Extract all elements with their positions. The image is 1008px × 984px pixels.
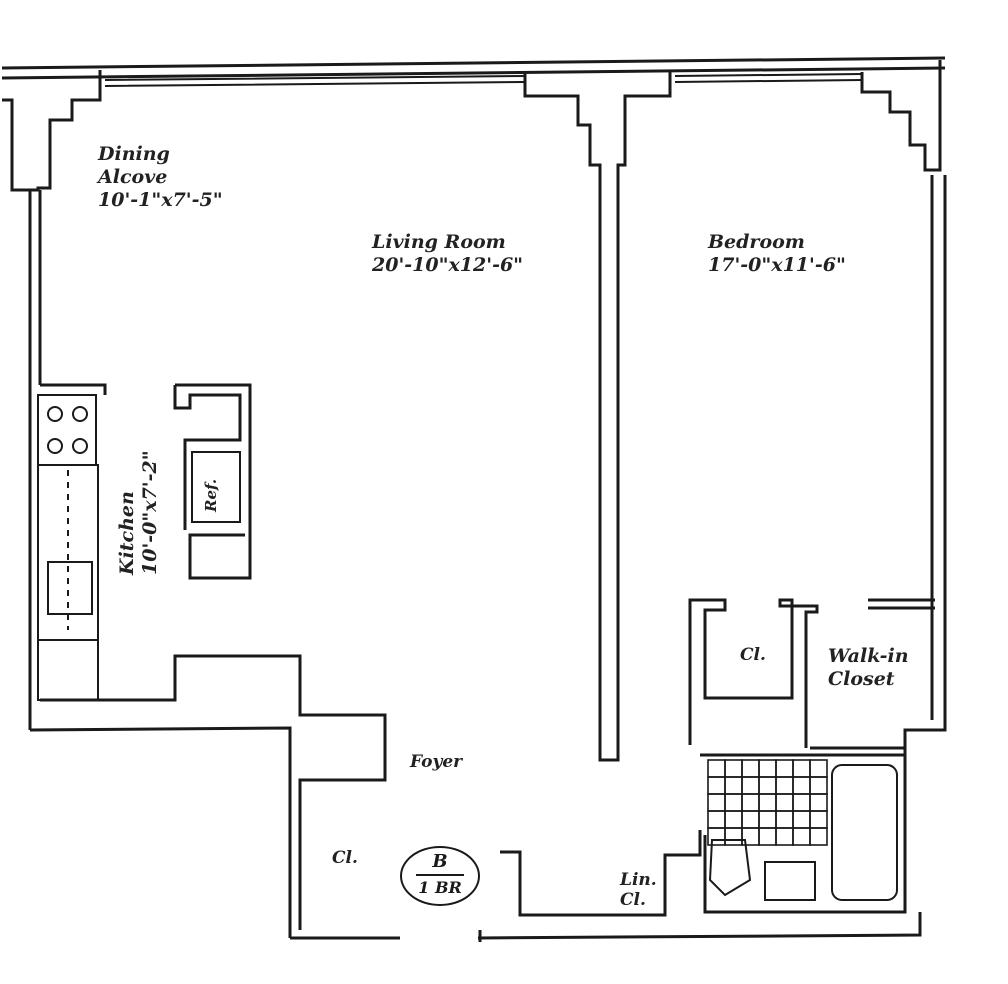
floor-tile: [741, 810, 760, 829]
bath-tiles: [707, 759, 828, 846]
living-bedroom-partition: [523, 60, 947, 762]
floor-tile: [792, 776, 811, 795]
living-name: Living Room: [372, 231, 506, 253]
unit-type: 1 BR: [418, 878, 462, 897]
dining-name1: Dining: [98, 143, 170, 165]
dining-alcove-label: Dining Alcove 10'-1"x7'-5": [98, 143, 223, 211]
kitchen-label: Kitchen 10'-0"x7'-2": [116, 450, 162, 575]
floor-tile: [792, 810, 811, 829]
unit-type-badge: B 1 BR: [400, 846, 480, 906]
floor-tile: [809, 810, 828, 829]
floor-tile: [792, 759, 811, 778]
bedroom-label: Bedroom 17'-0"x11'-6": [708, 231, 846, 277]
walkin-name1: Walk-in: [828, 645, 909, 667]
foyer-closet-label: Cl.: [332, 848, 358, 868]
kitchen-size: 10'-0"x7'-2": [138, 450, 161, 575]
living-size: 20'-10"x12'-6": [372, 253, 524, 276]
floor-tile: [775, 776, 794, 795]
floor-tile: [775, 793, 794, 812]
kitchen-counters: [37, 383, 252, 701]
floor-tile: [758, 776, 777, 795]
unit-letter: B: [416, 850, 464, 876]
floor-tile: [775, 759, 794, 778]
floor-tile: [707, 759, 726, 778]
floor-tile: [707, 776, 726, 795]
floor-tile: [741, 759, 760, 778]
west-wall: [2, 70, 387, 938]
floor-tile: [724, 759, 743, 778]
floor-tile: [792, 793, 811, 812]
living-room-label: Living Room 20'-10"x12'-6": [372, 231, 523, 277]
floor-tile: [809, 793, 828, 812]
kitchen-name: Kitchen: [116, 491, 138, 575]
bedroom-size: 17'-0"x11'-6": [708, 253, 846, 276]
floor-tile: [724, 793, 743, 812]
floor-tile: [707, 793, 726, 812]
south-wall: [290, 830, 922, 942]
linen-name2: Cl.: [620, 890, 646, 911]
linen-closet-label: Lin. Cl.: [620, 870, 657, 911]
bedroom-name: Bedroom: [708, 231, 805, 253]
linen-name1: Lin.: [620, 870, 657, 890]
floor-tile: [809, 776, 828, 795]
bedroom-closet-label: Cl.: [740, 645, 766, 665]
walk-in-closet-label: Walk-in Closet: [828, 645, 909, 691]
ref-label: Ref.: [202, 478, 220, 512]
walkin-name2: Closet: [828, 667, 895, 690]
floor-tile: [724, 810, 743, 829]
exterior-wall: [1, 56, 946, 87]
dining-name2: Alcove: [98, 165, 168, 188]
floor-tile: [724, 827, 743, 846]
floor-tile: [707, 810, 726, 829]
floor-tile: [758, 759, 777, 778]
floor-tile: [758, 793, 777, 812]
floor-tile: [741, 776, 760, 795]
floor-tile: [741, 793, 760, 812]
floor-tile: [809, 759, 828, 778]
floor-tile: [707, 827, 726, 846]
floor-tile: [775, 810, 794, 829]
bedroom-closets: [688, 598, 935, 750]
floor-tile: [758, 810, 777, 829]
bathroom: [700, 753, 907, 914]
floor-tile: [809, 827, 828, 846]
dining-size: 10'-1"x7'-5": [98, 188, 223, 211]
floor-tile: [775, 827, 794, 846]
floor-tile: [724, 776, 743, 795]
floor-tile: [792, 827, 811, 846]
foyer-label: Foyer: [410, 752, 463, 772]
floor-tile: [758, 827, 777, 846]
